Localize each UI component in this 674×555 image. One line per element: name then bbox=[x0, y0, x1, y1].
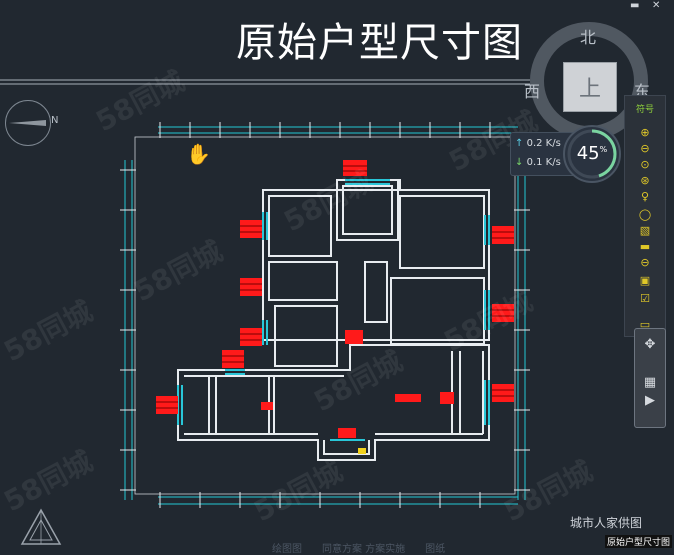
view-cube[interactable]: 上 bbox=[563, 62, 617, 112]
network-speed-panel: ↑ 0.2 K/s ↓ 0.1 K/s bbox=[510, 132, 576, 176]
upload-arrow-icon: ↑ bbox=[515, 138, 524, 149]
grid-icon[interactable]: ▦ bbox=[643, 375, 657, 390]
play-icon[interactable]: ▶ bbox=[645, 393, 655, 408]
symbol-toolbar: 符号 ⊕ ⊖ ⊙ ⊛ ♀ ◯ ▧ ▬ ⊖ ▣ ☑ ▭ bbox=[624, 95, 666, 337]
circle-icon[interactable]: ◯ bbox=[638, 208, 652, 221]
square-check-icon[interactable]: ☑ bbox=[640, 292, 650, 305]
navigation-panel[interactable]: ✥ ▦ ▶ bbox=[634, 328, 666, 428]
square-icon[interactable]: ▣ bbox=[639, 274, 651, 287]
hatch-icon[interactable]: ▧ bbox=[639, 224, 651, 237]
hand-cursor-icon: ✋ bbox=[186, 142, 211, 166]
windows bbox=[177, 179, 490, 441]
view-cube-label: 上 bbox=[578, 77, 601, 102]
sun-icon[interactable]: ⊙ bbox=[640, 158, 650, 171]
minimize-icon[interactable]: ▬ bbox=[630, 0, 640, 11]
mini-compass-icon[interactable] bbox=[5, 100, 51, 146]
circle-cross-icon[interactable]: ⊖ bbox=[640, 256, 650, 269]
compass-west[interactable]: 西 bbox=[524, 82, 541, 101]
app-logo-icon bbox=[20, 508, 62, 545]
footer-title: 原始户型尺寸图 bbox=[605, 535, 673, 548]
upload-speed: ↑ 0.2 K/s bbox=[515, 138, 561, 149]
download-arrow-icon: ↓ bbox=[515, 157, 524, 168]
sun-icon[interactable]: ⊖ bbox=[640, 142, 650, 155]
bar-icon[interactable]: ▭ bbox=[639, 318, 651, 331]
bulb-icon[interactable]: ♀ bbox=[640, 190, 650, 203]
sun-icon[interactable]: ⊕ bbox=[640, 126, 650, 139]
close-icon[interactable]: ✕ bbox=[652, 0, 661, 11]
sun-icon[interactable]: ⊛ bbox=[640, 174, 650, 187]
toolbar-header: 符号 bbox=[635, 104, 654, 115]
gauge-value: 45% bbox=[576, 143, 608, 164]
compass-north-label: N bbox=[51, 115, 59, 126]
pan-icon[interactable]: ✥ bbox=[644, 337, 656, 352]
download-speed: ↓ 0.1 K/s bbox=[515, 157, 561, 168]
page-title: 原始户型尺寸图 bbox=[236, 20, 523, 66]
walls bbox=[177, 179, 490, 461]
progress-gauge: 45% bbox=[563, 125, 621, 183]
compass-north[interactable]: 北 bbox=[580, 28, 597, 47]
brand-credit: 城市人家供图 bbox=[570, 516, 643, 530]
red-markers bbox=[156, 160, 514, 438]
wall-icon[interactable]: ▬ bbox=[639, 240, 651, 253]
